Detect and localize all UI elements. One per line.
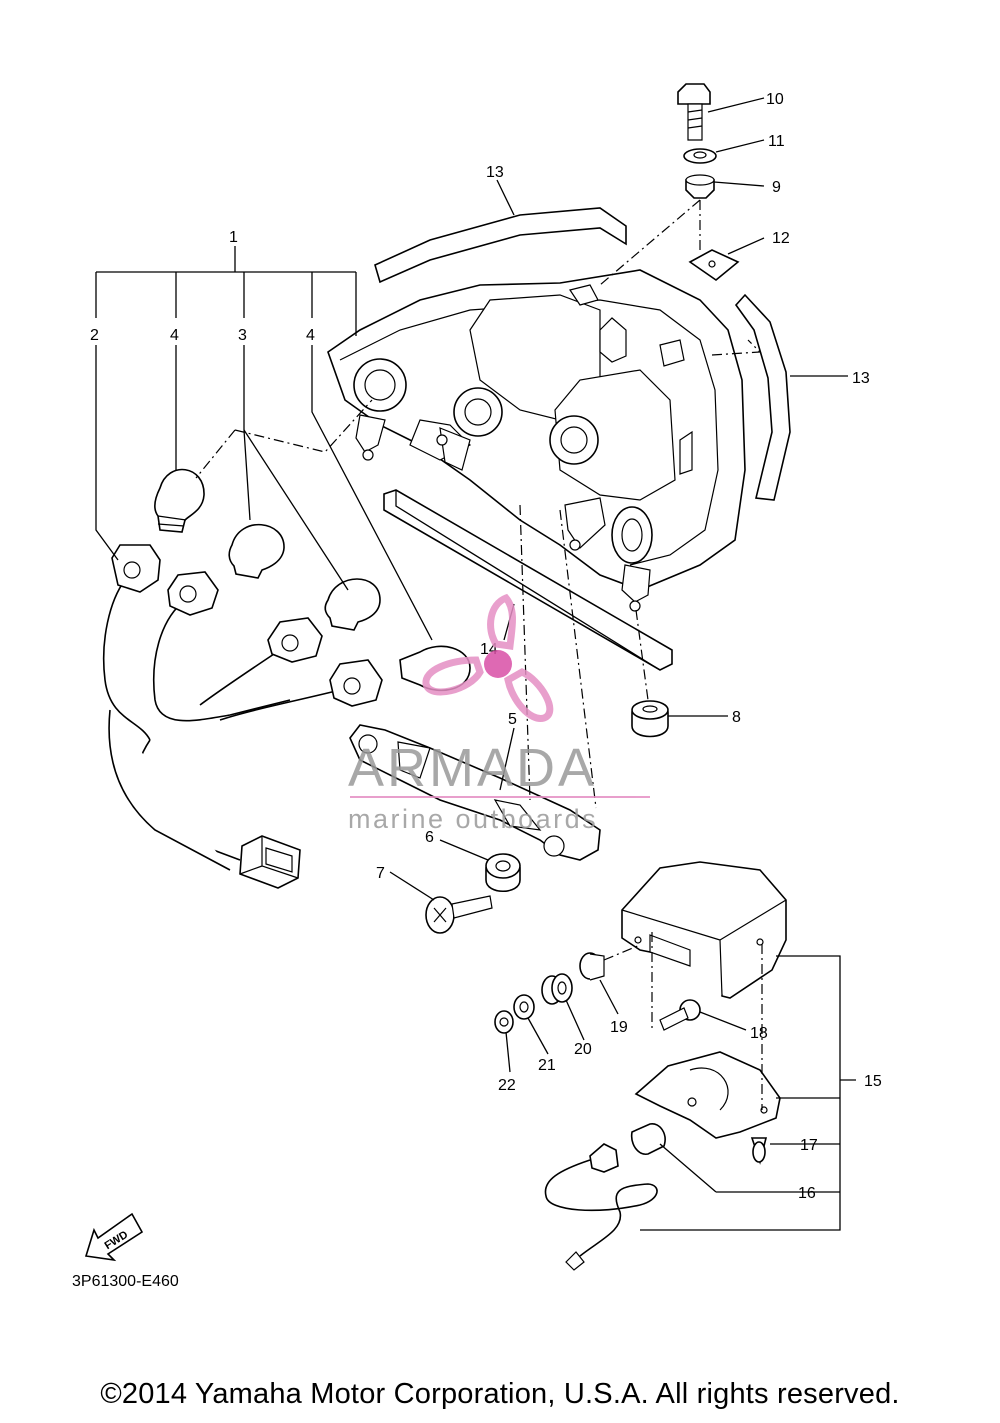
bulb-16 — [630, 1123, 666, 1155]
bulb-2 — [324, 578, 381, 631]
diagram-code: 3P61300-E460 — [72, 1273, 179, 1290]
callout-2: 2 — [90, 327, 99, 344]
callout-13a: 13 — [486, 164, 504, 181]
seal-strip-side — [734, 293, 791, 501]
lamp-socket-cord — [544, 1143, 658, 1271]
callout-20: 20 — [574, 1041, 592, 1058]
grommet-20 — [541, 973, 573, 1005]
bulb-4-upper — [154, 468, 205, 533]
seal-strip-top — [374, 207, 627, 284]
bracket-5 — [349, 724, 601, 861]
washer-21 — [513, 994, 535, 1020]
leader-lines — [95, 97, 856, 1231]
callout-21: 21 — [538, 1057, 556, 1074]
callout-18: 18 — [750, 1025, 768, 1042]
nut-plate-12 — [688, 249, 740, 282]
grommet-8 — [631, 700, 669, 738]
callout-5: 5 — [508, 711, 517, 728]
license-lamp-housing — [621, 861, 787, 999]
callout-16: 16 — [798, 1185, 816, 1202]
armada-watermark: ARMADA marine outboards — [348, 593, 650, 834]
callout-7: 7 — [376, 865, 385, 882]
bolt-10 — [677, 83, 711, 141]
collar-9 — [685, 174, 715, 199]
wire-harness — [102, 544, 383, 889]
watermark-brand: ARMADA — [348, 738, 597, 798]
callout-3: 3 — [238, 327, 247, 344]
callout-11: 11 — [768, 133, 785, 150]
callout-22: 22 — [498, 1077, 516, 1094]
copyright-notice: ©2014 Yamaha Motor Corporation, U.S.A. A… — [100, 1378, 900, 1410]
callout-17: 17 — [800, 1137, 818, 1154]
callout-1: 1 — [229, 229, 238, 246]
callout-15: 15 — [864, 1073, 882, 1090]
damper-6 — [485, 853, 521, 893]
tail-light-housing — [327, 269, 746, 612]
callout-6: 6 — [425, 829, 434, 846]
seal-strip-bottom — [383, 489, 673, 671]
callout-10: 10 — [766, 91, 784, 108]
callout-8: 8 — [732, 709, 741, 726]
propeller-logo — [422, 593, 554, 722]
screw-7 — [425, 895, 493, 934]
washer-11 — [683, 148, 717, 164]
callout-19: 19 — [610, 1019, 628, 1036]
callout-4a: 4 — [170, 327, 179, 344]
lamp-lens-cover — [634, 1051, 781, 1139]
bulb-3 — [228, 523, 285, 579]
callout-9: 9 — [772, 179, 781, 196]
fwd-arrow: FWD — [84, 1212, 144, 1262]
nut-22 — [494, 1010, 514, 1034]
callout-12: 12 — [772, 230, 790, 247]
collar-19 — [579, 952, 605, 981]
callout-4b: 4 — [306, 327, 315, 344]
bolt-18 — [659, 999, 701, 1031]
screw-17 — [750, 1137, 768, 1165]
watermark-tagline: marine outboards — [348, 804, 598, 834]
callout-13b: 13 — [852, 370, 870, 387]
